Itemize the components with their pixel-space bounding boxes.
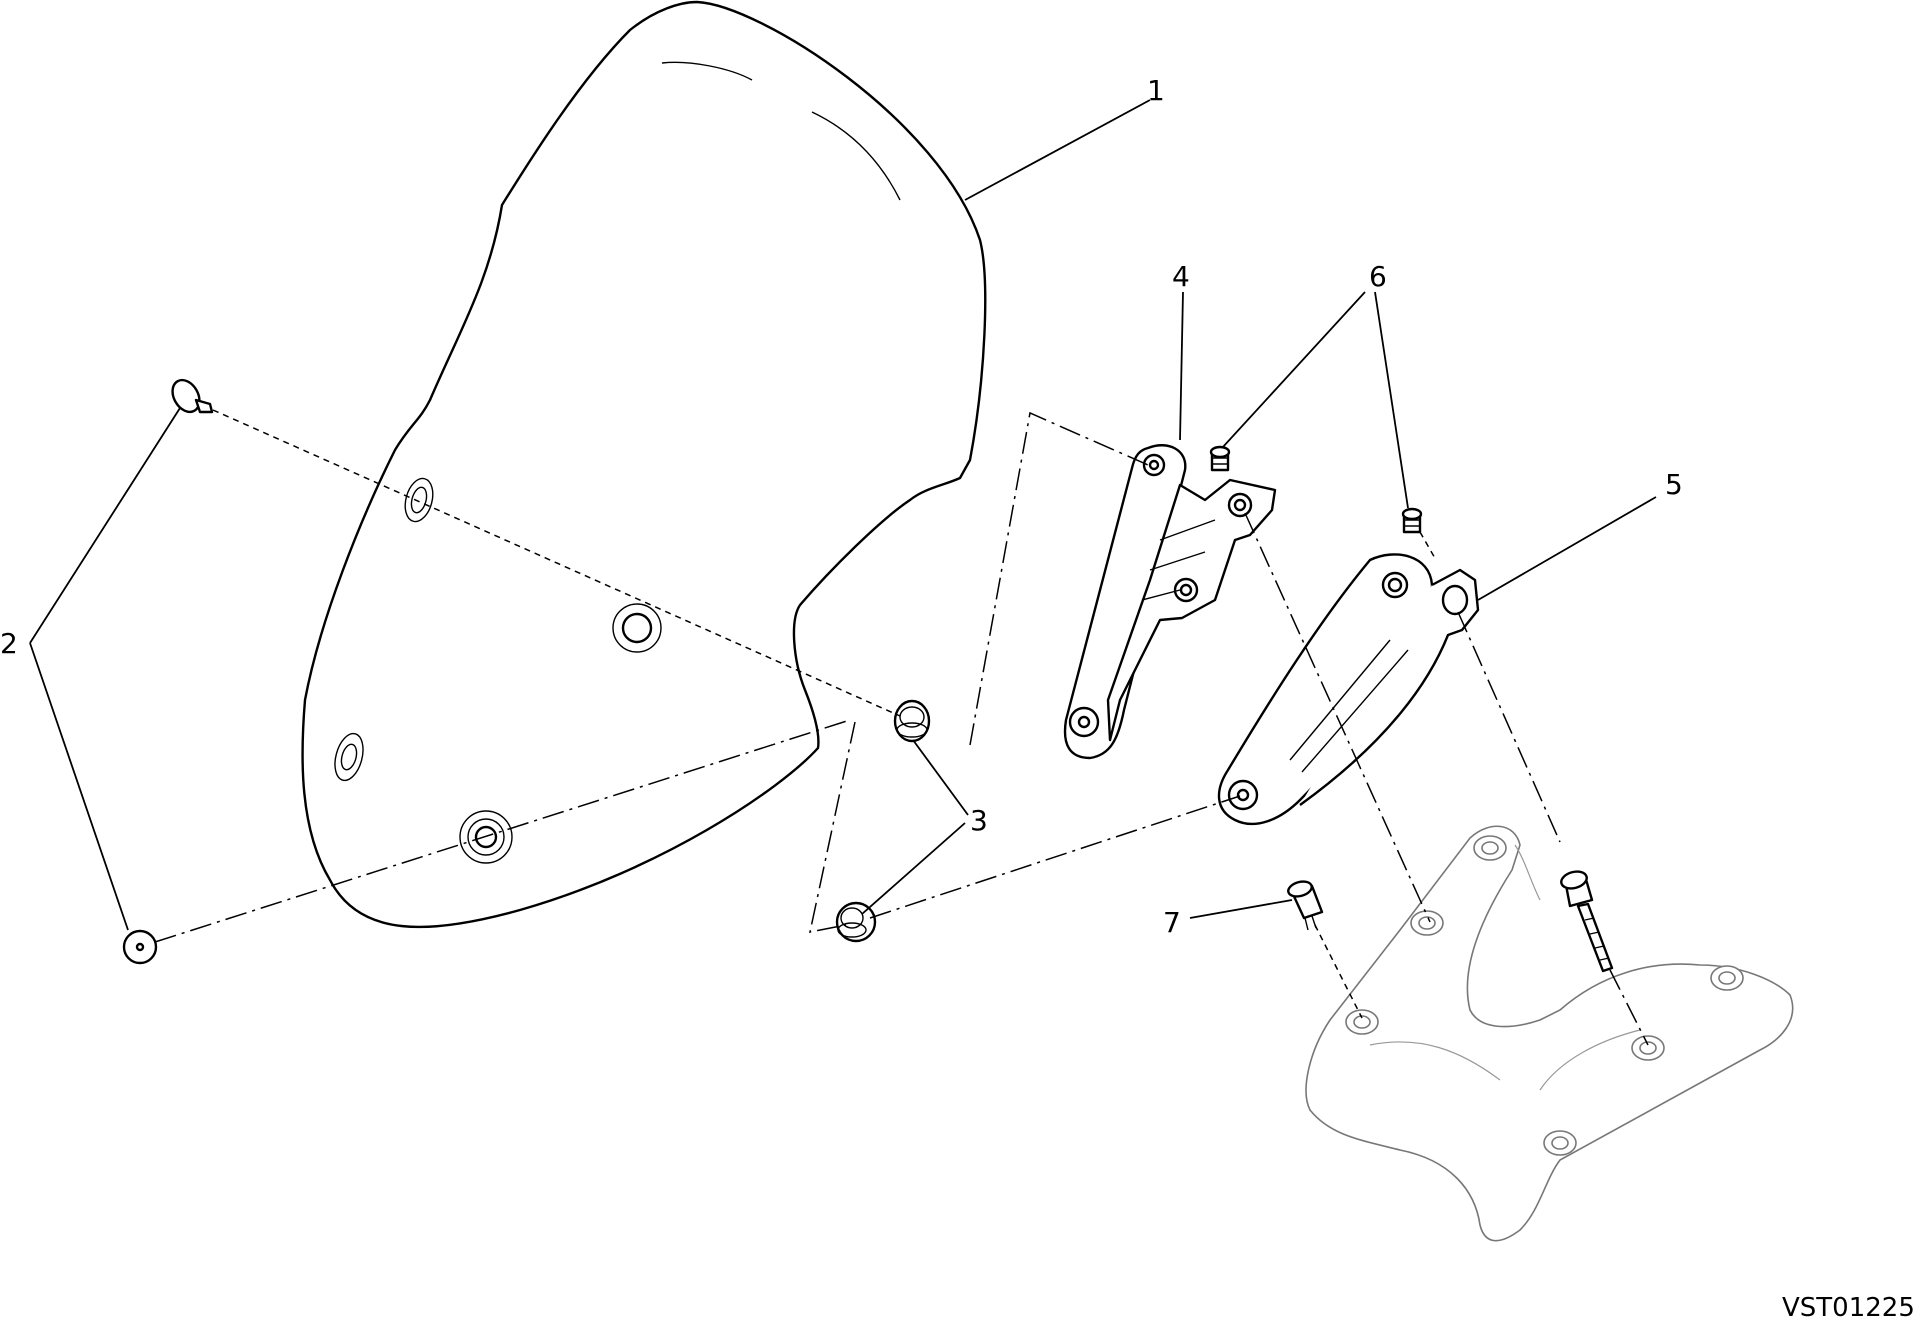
grommet-part-3b xyxy=(835,901,877,943)
callout-3: 3 xyxy=(970,804,988,837)
bracket-part-4 xyxy=(1063,444,1277,760)
screw-part-2a xyxy=(171,378,214,414)
svg-text:1: 1 xyxy=(1147,74,1165,107)
callout-1: 1 xyxy=(1147,74,1165,107)
callout-2: 2 xyxy=(0,627,18,660)
bracket-part-5 xyxy=(1217,553,1480,826)
windscreen-part xyxy=(301,0,987,929)
headlamp-support-ghost xyxy=(1305,825,1794,1242)
callout-7: 7 xyxy=(1163,906,1181,939)
callout-6: 6 xyxy=(1369,260,1387,293)
svg-text:3: 3 xyxy=(970,804,988,837)
washer-part-2b xyxy=(122,929,158,965)
svg-text:6: 6 xyxy=(1369,260,1387,293)
callout-5: 5 xyxy=(1665,468,1683,501)
svg-text:5: 5 xyxy=(1665,468,1683,501)
svg-text:4: 4 xyxy=(1172,260,1190,293)
screw-part-7 xyxy=(1287,880,1324,931)
long-bolt-part xyxy=(1560,870,1614,973)
grommet-part-3a xyxy=(893,699,931,743)
leader-lines xyxy=(29,99,1657,931)
svg-text:7: 7 xyxy=(1163,906,1181,939)
svg-text:2: 2 xyxy=(0,627,18,660)
screw-part-6a xyxy=(1209,445,1231,472)
callout-4: 4 xyxy=(1172,260,1190,293)
drawing-id-label: VST01225 xyxy=(1782,1293,1915,1323)
screw-part-6b xyxy=(1401,507,1423,534)
alignment-lines xyxy=(154,409,1649,1046)
